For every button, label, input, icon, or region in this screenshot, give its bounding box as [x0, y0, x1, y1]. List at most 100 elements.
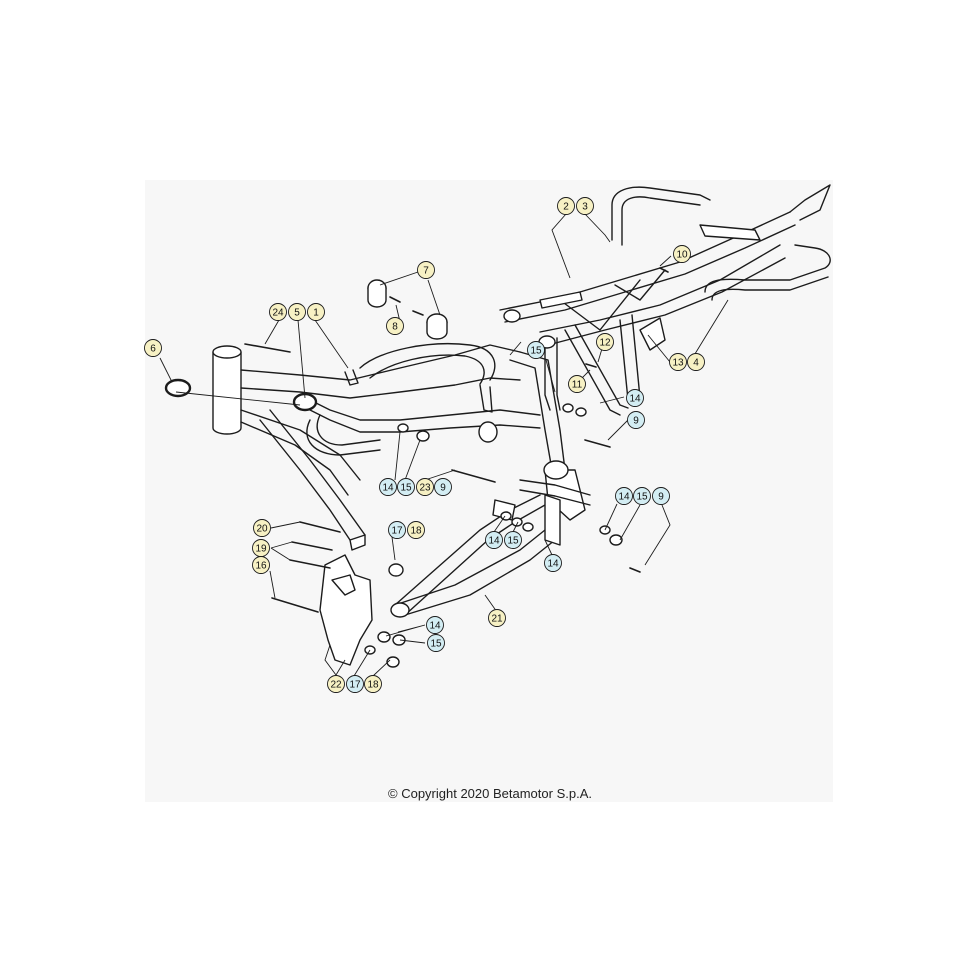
- callout-10: 10: [673, 245, 691, 263]
- callout-label: 14: [629, 394, 641, 405]
- callout-label: 17: [349, 680, 361, 691]
- callout-label: 15: [430, 639, 442, 650]
- callout-circle: [652, 487, 670, 505]
- frame-drawing: [164, 184, 831, 668]
- callout-label: 15: [400, 483, 412, 494]
- callout-label: 22: [330, 680, 342, 691]
- callout-label: 14: [429, 621, 441, 632]
- callout-circle: [557, 197, 575, 215]
- callout-6: 6: [144, 339, 162, 357]
- callout-label: 9: [658, 492, 664, 503]
- callout-label: 23: [419, 483, 431, 494]
- diagram-panel: [145, 180, 833, 802]
- copyright-notice: © Copyright 2020 Betamotor S.p.A.: [388, 786, 592, 801]
- callout-label: 19: [255, 544, 267, 555]
- callout-14: 14: [379, 478, 397, 496]
- callout-label: 14: [618, 492, 630, 503]
- callout-circle: [687, 353, 705, 371]
- bolts: [244, 267, 669, 613]
- callout-circle: [488, 609, 506, 627]
- callout-14: 14: [426, 616, 444, 634]
- callout-24: 24: [269, 303, 287, 321]
- callout-9: 9: [627, 411, 645, 429]
- callout-15: 15: [633, 487, 651, 505]
- callout-19: 19: [252, 539, 270, 557]
- callout-circle: [626, 389, 644, 407]
- callout-label: 11: [572, 380, 583, 391]
- callout-18: 18: [407, 521, 425, 539]
- callout-17: 17: [346, 675, 364, 693]
- callout-circle: [252, 556, 270, 574]
- callout-8: 8: [386, 317, 404, 335]
- callout-16: 16: [252, 556, 270, 574]
- callout-7: 7: [417, 261, 435, 279]
- callout-15: 15: [397, 478, 415, 496]
- callout-label: 24: [272, 308, 284, 319]
- callout-label: 12: [599, 338, 611, 349]
- callout-circle: [397, 478, 415, 496]
- callout-circle: [596, 333, 614, 351]
- callout-circle: [417, 261, 435, 279]
- callout-circle: [379, 478, 397, 496]
- callout-label: 15: [636, 492, 648, 503]
- callout-5: 5: [288, 303, 306, 321]
- leader-lines: [159, 213, 729, 677]
- callout-circle: [544, 554, 562, 572]
- callout-9: 9: [652, 487, 670, 505]
- callout-label: 4: [693, 358, 699, 369]
- callout-label: 7: [423, 266, 429, 277]
- swingarm: [390, 494, 561, 618]
- callout-circle: [288, 303, 306, 321]
- callout-circle: [673, 245, 691, 263]
- callout-circle: [307, 303, 325, 321]
- callout-21: 21: [488, 609, 506, 627]
- callout-label: 8: [392, 322, 398, 333]
- callout-4: 4: [687, 353, 705, 371]
- callout-circle: [388, 521, 406, 539]
- grab-handle-left: [611, 186, 711, 246]
- rear-subframe: [499, 184, 831, 416]
- callout-circle: [504, 531, 522, 549]
- callout-circle: [327, 675, 345, 693]
- callout-circle: [427, 634, 445, 652]
- callout-label: 17: [391, 526, 403, 537]
- callout-circle: [426, 616, 444, 634]
- callout-label: 3: [582, 202, 588, 213]
- callout-circle: [416, 478, 434, 496]
- callout-label: 13: [672, 358, 684, 369]
- callout-1: 1: [307, 303, 325, 321]
- callout-circle: [144, 339, 162, 357]
- callout-14: 14: [485, 531, 503, 549]
- callout-label: 18: [410, 526, 422, 537]
- main-frame: [240, 343, 591, 551]
- callout-label: 1: [313, 308, 319, 319]
- callout-3: 3: [576, 197, 594, 215]
- callout-label: 20: [256, 524, 268, 535]
- callout-label: 15: [530, 346, 542, 357]
- steering-head-tube: [212, 345, 242, 435]
- callout-20: 20: [253, 519, 271, 537]
- callout-9: 9: [434, 478, 452, 496]
- callout-label: 2: [563, 202, 569, 213]
- callout-circle: [633, 487, 651, 505]
- callout-label: 9: [440, 483, 446, 494]
- callout-label: 15: [507, 536, 519, 547]
- callout-circle: [346, 675, 364, 693]
- callout-label: 6: [150, 344, 156, 355]
- callout-circle: [485, 531, 503, 549]
- callout-circle: [627, 411, 645, 429]
- callout-17: 17: [388, 521, 406, 539]
- callout-circle: [615, 487, 633, 505]
- callout-circle: [407, 521, 425, 539]
- callout-label: 5: [294, 308, 300, 319]
- callout-label: 18: [367, 680, 379, 691]
- callout-circle: [434, 478, 452, 496]
- callout-circle: [576, 197, 594, 215]
- callout-11: 11: [568, 375, 586, 393]
- bushings: [367, 279, 448, 340]
- callout-label: 9: [633, 416, 639, 427]
- callout-circle: [527, 341, 545, 359]
- callout-circle: [253, 519, 271, 537]
